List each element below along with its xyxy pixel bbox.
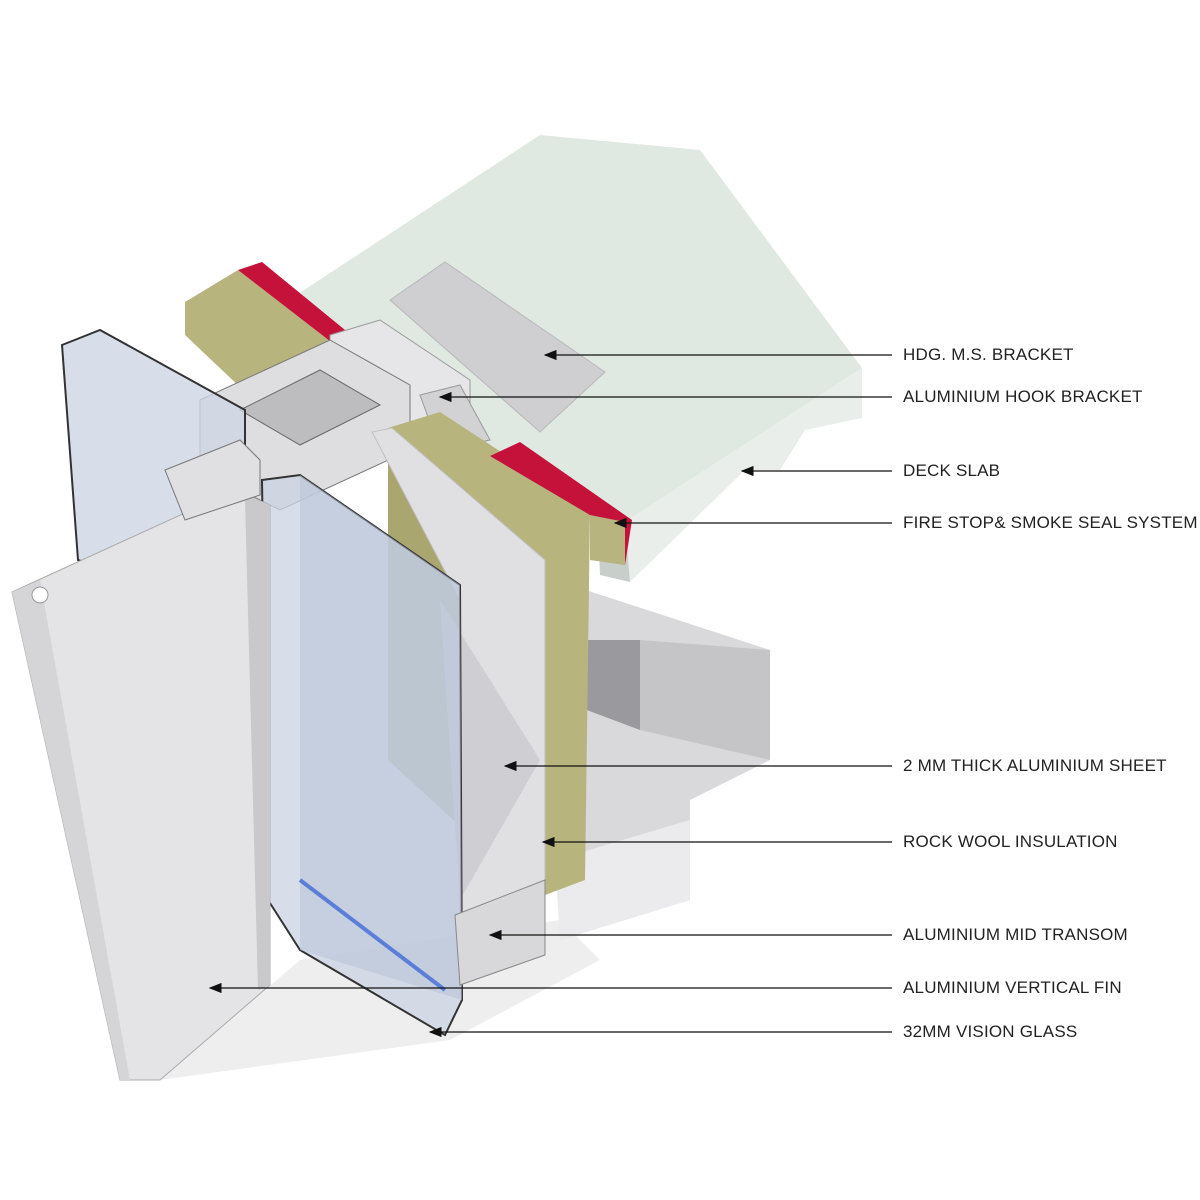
aluminium-vertical-fin — [11, 439, 271, 1081]
label-aluminium-sheet: 2 MM THICK ALUMINIUM SHEET — [903, 756, 1167, 775]
label-aluminium-hook-bracket: ALUMINIUM HOOK BRACKET — [903, 387, 1143, 406]
vision-glass-32mm — [260, 473, 464, 1037]
label-rock-wool-insulation: ROCK WOOL INSULATION — [903, 832, 1118, 851]
leader-lines — [208, 349, 892, 1038]
label-hdg-ms-bracket: HDG. M.S. BRACKET — [903, 345, 1074, 364]
hdg-ms-bracket — [389, 261, 606, 433]
label-deck-slab: DECK SLAB — [903, 461, 1001, 480]
label-aluminium-mid-transom: ALUMINIUM MID TRANSOM — [903, 925, 1128, 944]
label-fire-stop-smoke-seal: FIRE STOP& SMOKE SEAL SYSTEM — [903, 513, 1198, 532]
fire-seal-upper — [238, 262, 345, 345]
label-vision-glass: 32MM VISION GLASS — [903, 1022, 1078, 1041]
label-aluminium-vertical-fin: ALUMINIUM VERTICAL FIN — [903, 978, 1122, 997]
